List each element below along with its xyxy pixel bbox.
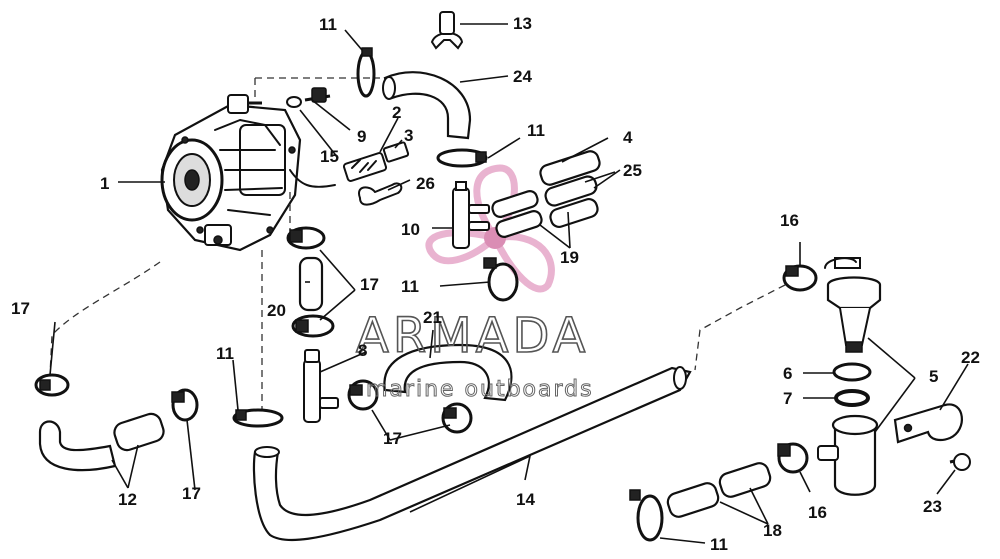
callout-17b: 17 <box>360 275 379 294</box>
filter-bracket <box>893 403 963 444</box>
tee-fitting <box>452 181 490 249</box>
callout-10: 10 <box>401 220 420 239</box>
callout-11a: 11 <box>319 15 337 34</box>
fuel-filter-assembly <box>817 257 882 496</box>
callout-17a: 17 <box>11 299 30 318</box>
callout-4: 4 <box>623 128 633 147</box>
callout-7: 7 <box>783 389 792 408</box>
hose-elbow-24 <box>382 71 472 140</box>
hose-clamp-17b <box>291 314 335 338</box>
callout-9: 9 <box>357 127 366 146</box>
bracket-bolt <box>949 453 971 471</box>
hose-clamp-17c <box>34 373 70 397</box>
callout-17d: 17 <box>383 429 402 448</box>
callout-1: 1 <box>100 174 109 193</box>
hose-elbow-12 <box>38 412 165 472</box>
callout-16a: 16 <box>780 211 799 230</box>
callout-15: 15 <box>320 147 339 166</box>
callout-26: 26 <box>416 174 435 193</box>
hose-clamp-11e <box>629 489 664 542</box>
callout-labels: 1 2 3 4 5 6 7 8 9 10 11 11 11 11 11 12 1… <box>11 14 980 554</box>
screw <box>304 87 331 103</box>
callout-6: 6 <box>783 364 792 383</box>
callout-19: 19 <box>560 248 579 267</box>
fuel-pump-assembly <box>160 94 336 252</box>
callout-24: 24 <box>513 67 532 86</box>
hose-clamp-11b <box>436 148 488 168</box>
hose-clamp-11a <box>356 47 376 98</box>
hose-clamp-17d <box>171 388 199 422</box>
callout-8: 8 <box>358 341 367 360</box>
short-hose-set <box>491 150 601 238</box>
hose-clamp-11d <box>232 408 284 428</box>
hose-clamp-16b <box>777 442 809 474</box>
callout-11d: 11 <box>216 344 234 363</box>
washer <box>286 96 302 108</box>
callout-17c: 17 <box>182 484 201 503</box>
leader-lines <box>49 23 969 544</box>
callout-22: 22 <box>961 348 980 367</box>
hose-clamp-17a <box>286 226 326 250</box>
callout-5: 5 <box>929 367 938 386</box>
short-hose-20 <box>298 256 324 312</box>
short-hose-set-18 <box>666 462 772 518</box>
callout-13: 13 <box>513 14 532 33</box>
callout-16b: 16 <box>808 503 827 522</box>
callout-23: 23 <box>923 497 942 516</box>
callout-21: 21 <box>423 308 442 327</box>
long-fuel-hose-14 <box>252 366 692 542</box>
watermark-title: ARMADA <box>356 308 589 364</box>
callout-11e: 11 <box>710 535 728 554</box>
u-hose-21 <box>383 343 513 402</box>
callout-12: 12 <box>118 490 137 509</box>
callout-20: 20 <box>267 301 286 320</box>
callout-11b: 11 <box>527 121 545 140</box>
hose-clamp-17f <box>441 402 473 434</box>
hose-clamp-17e <box>347 379 379 411</box>
wire-clip <box>358 182 403 206</box>
callout-11c: 11 <box>401 277 419 296</box>
hose-clamp-16a <box>782 264 818 292</box>
check-valve-fitting <box>342 141 410 182</box>
callout-2: 2 <box>392 103 401 122</box>
callout-14: 14 <box>516 490 535 509</box>
callout-25: 25 <box>623 161 642 180</box>
watermark-subtitle: marine outboards <box>366 377 594 402</box>
callout-3: 3 <box>404 126 413 145</box>
retaining-clip-13 <box>430 11 464 50</box>
fuel-fitting-8 <box>303 349 339 423</box>
callout-18: 18 <box>763 521 782 540</box>
